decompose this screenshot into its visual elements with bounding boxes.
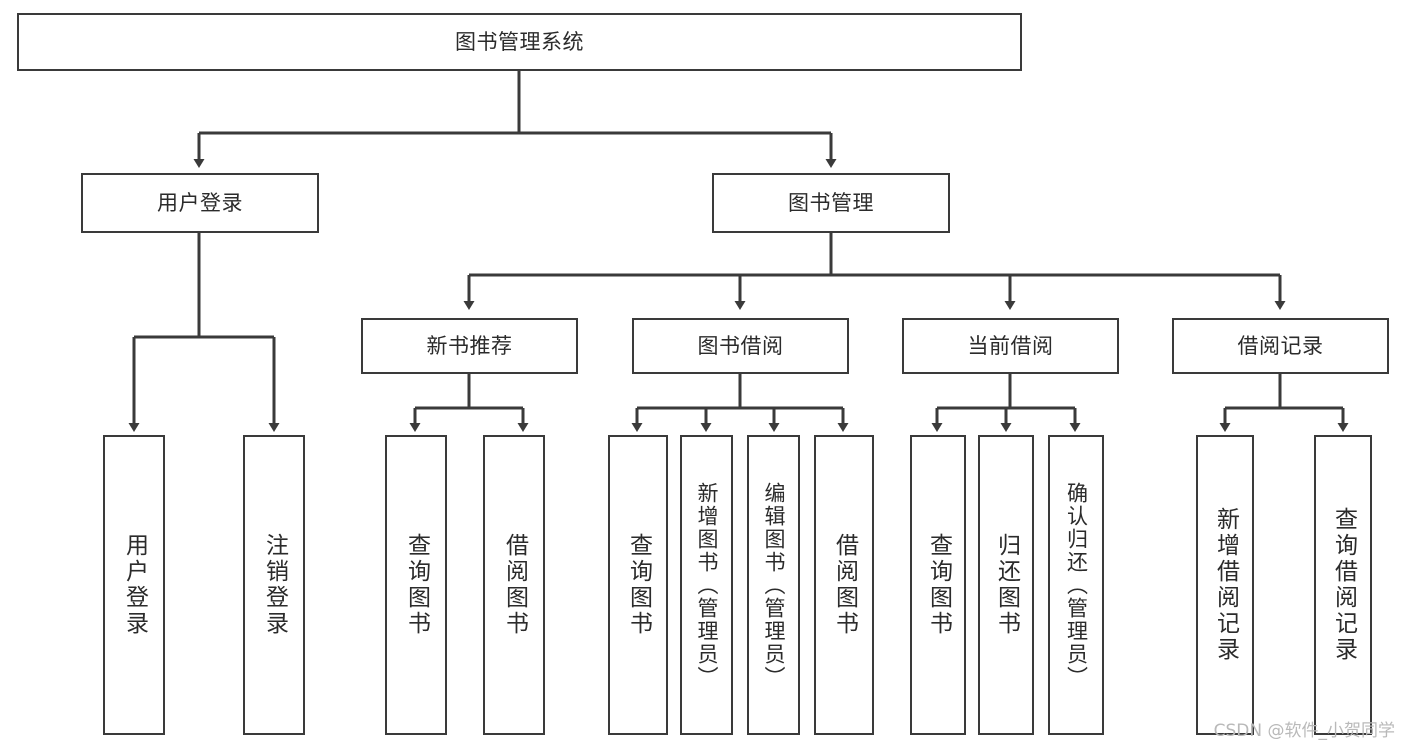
node-label: 注销登录 bbox=[261, 533, 288, 637]
node-leaf-user-login[interactable]: 用户登录 bbox=[103, 435, 165, 735]
node-leaf-add-borrow-record[interactable]: 新增借阅记录 bbox=[1196, 435, 1254, 735]
node-leaf-query-book-recommend[interactable]: 查询图书 bbox=[385, 435, 447, 735]
node-label: 编辑图书（管理员） bbox=[762, 481, 786, 689]
node-label: 查询图书 bbox=[925, 533, 952, 637]
node-label: 借阅图书 bbox=[831, 533, 858, 637]
node-book-management[interactable]: 图书管理 bbox=[712, 173, 950, 233]
node-leaf-confirm-return-admin[interactable]: 确认归还（管理员） bbox=[1048, 435, 1104, 735]
watermark: CSDN @软件_小贺同学 bbox=[1213, 721, 1395, 741]
node-leaf-query-borrow-record[interactable]: 查询借阅记录 bbox=[1314, 435, 1372, 735]
node-label: 借阅记录 bbox=[1237, 333, 1324, 358]
node-label: 新增借阅记录 bbox=[1212, 507, 1239, 663]
node-leaf-logout[interactable]: 注销登录 bbox=[243, 435, 305, 735]
node-label: 确认归还（管理员） bbox=[1064, 481, 1089, 689]
node-label: 用户登录 bbox=[157, 190, 243, 215]
node-current-borrow[interactable]: 当前借阅 bbox=[902, 318, 1119, 374]
node-label: 新书推荐 bbox=[426, 333, 513, 358]
node-leaf-return-book[interactable]: 归还图书 bbox=[978, 435, 1034, 735]
node-label: 图书借阅 bbox=[697, 333, 784, 358]
node-label: 当前借阅 bbox=[967, 333, 1054, 358]
node-leaf-query-book-borrow[interactable]: 查询图书 bbox=[608, 435, 668, 735]
node-label: 归还图书 bbox=[993, 533, 1020, 637]
node-leaf-borrow-book-recommend[interactable]: 借阅图书 bbox=[483, 435, 545, 735]
node-label: 借阅图书 bbox=[501, 533, 528, 637]
node-new-book-recommend[interactable]: 新书推荐 bbox=[361, 318, 578, 374]
node-label: 查询图书 bbox=[625, 533, 652, 637]
node-book-borrow[interactable]: 图书借阅 bbox=[632, 318, 849, 374]
node-label: 图书管理 bbox=[788, 190, 874, 215]
node-leaf-query-book-current[interactable]: 查询图书 bbox=[910, 435, 966, 735]
node-label: 用户登录 bbox=[121, 533, 148, 637]
node-user-login[interactable]: 用户登录 bbox=[81, 173, 319, 233]
node-label: 查询借阅记录 bbox=[1330, 507, 1357, 663]
node-root-book-management-system[interactable]: 图书管理系统 bbox=[17, 13, 1022, 71]
node-label: 新增图书（管理员） bbox=[695, 481, 719, 689]
node-borrow-record[interactable]: 借阅记录 bbox=[1172, 318, 1389, 374]
node-label: 图书管理系统 bbox=[455, 29, 584, 54]
node-leaf-borrow-book[interactable]: 借阅图书 bbox=[814, 435, 874, 735]
node-leaf-add-book-admin[interactable]: 新增图书（管理员） bbox=[680, 435, 733, 735]
node-leaf-edit-book-admin[interactable]: 编辑图书（管理员） bbox=[747, 435, 800, 735]
node-label: 查询图书 bbox=[403, 533, 430, 637]
